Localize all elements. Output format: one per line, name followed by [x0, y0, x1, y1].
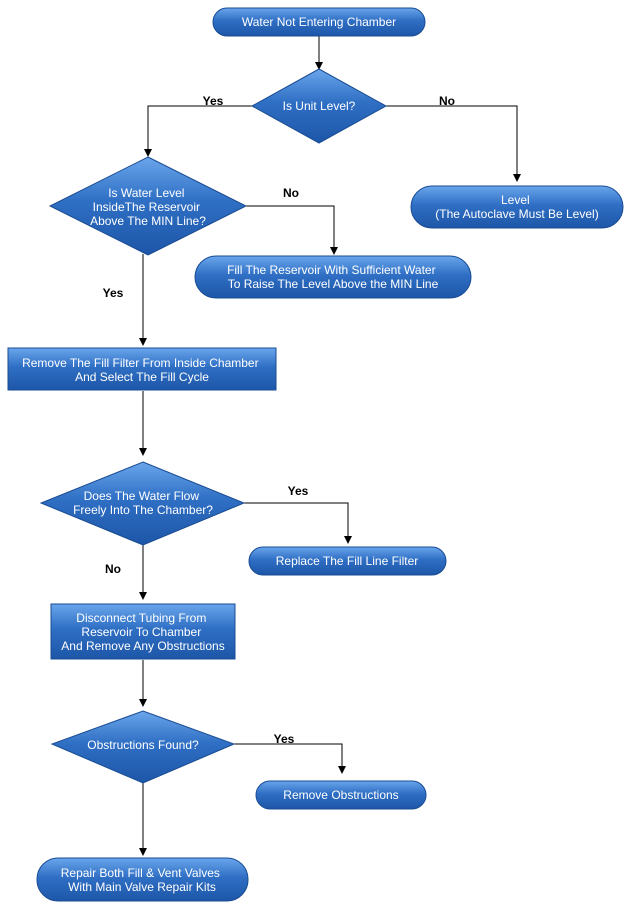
decision-obstructions-found[interactable]: Obstructions Found? [50, 710, 236, 784]
node-water-not-entering-chamber[interactable]: Water Not Entering Chamber [212, 7, 426, 37]
nodes: Water Not Entering Chamber Is Unit Level… [7, 7, 624, 902]
decision-label-is-water-level-above-min: Is Water Level InsideThe Reservoir Above… [90, 186, 206, 228]
edge-label-water-level-no: No [283, 186, 299, 200]
node-label-fill-reservoir: Fill The Reservoir With Sufficient Water… [227, 263, 439, 291]
node-label-disconnect-tubing: Disconnect Tubing From Reservoir To Cham… [61, 611, 224, 653]
edge-flow-yes [244, 502, 352, 544]
edge-label-water-level-yes: Yes [103, 286, 124, 300]
decision-water-flow-freely[interactable]: Does The Water Flow Freely Into The Cham… [39, 461, 246, 546]
edge-water-level-no [246, 205, 338, 255]
edge-label-unit-level-no: No [439, 94, 455, 108]
node-remove-obstructions[interactable]: Remove Obstructions [255, 780, 427, 810]
node-repair-valves[interactable]: Repair Both Fill & Vent Valves With Main… [36, 857, 249, 902]
decision-label-water-flow-freely: Does The Water Flow Freely Into The Cham… [73, 489, 213, 517]
decision-is-unit-level[interactable]: Is Unit Level? [250, 68, 388, 144]
edge-label-flow-yes: Yes [288, 484, 309, 498]
node-label-remove-fill-filter: Remove The Fill Filter From Inside Chamb… [22, 356, 262, 384]
node-label-level-autoclave: Level (The Autoclave Must Be Level) [435, 193, 598, 221]
node-fill-reservoir[interactable]: Fill The Reservoir With Sufficient Water… [194, 255, 472, 299]
edges [139, 36, 521, 856]
edge-label-unit-level-yes: Yes [203, 94, 224, 108]
edge-labels: Yes No No Yes Yes No Yes [103, 94, 455, 746]
decision-label-is-unit-level: Is Unit Level? [283, 99, 356, 113]
node-level-autoclave[interactable]: Level (The Autoclave Must Be Level) [410, 185, 624, 229]
edge-obstructions-yes [234, 743, 346, 774]
edge-label-flow-no: No [105, 562, 121, 576]
edge-unit-level-no [386, 105, 521, 182]
node-remove-fill-filter[interactable]: Remove The Fill Filter From Inside Chamb… [7, 347, 277, 391]
edge-unit-level-yes [144, 105, 252, 157]
node-label-water-not-entering-chamber: Water Not Entering Chamber [242, 15, 396, 29]
edge-label-obstructions-yes: Yes [274, 732, 295, 746]
node-label-repair-valves: Repair Both Fill & Vent Valves With Main… [61, 866, 224, 894]
node-replace-fill-line-filter[interactable]: Replace The Fill Line Filter [248, 546, 447, 576]
node-label-remove-obstructions: Remove Obstructions [283, 788, 398, 802]
node-disconnect-tubing[interactable]: Disconnect Tubing From Reservoir To Cham… [50, 603, 236, 660]
decision-is-water-level-above-min[interactable]: Is Water Level InsideThe Reservoir Above… [48, 156, 248, 256]
decision-label-obstructions-found: Obstructions Found? [87, 738, 199, 752]
node-label-replace-fill-line-filter: Replace The Fill Line Filter [276, 554, 419, 568]
